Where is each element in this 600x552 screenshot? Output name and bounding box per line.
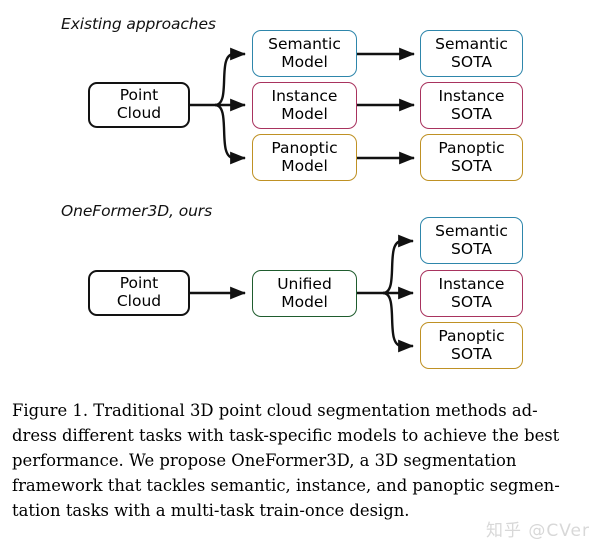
node-instance-model: Instance Model xyxy=(252,82,357,129)
caption-line: framework that tackles semantic, instanc… xyxy=(12,476,560,496)
caption-line: dress different tasks with task-specific… xyxy=(12,426,560,446)
arrow-top-to-semantic-model xyxy=(214,47,246,107)
arrow-bottom-to-semantic-sota xyxy=(382,234,414,295)
node-line-1: Panoptic xyxy=(438,138,505,157)
node-line-2: SOTA xyxy=(451,239,492,258)
node-line-1: Instance xyxy=(438,274,505,293)
node-line-1: Unified xyxy=(277,274,332,293)
watermark: 知乎 @CVer xyxy=(485,521,590,541)
node-line-2: Model xyxy=(281,104,328,123)
arrow-bottom-to-panoptic-sota xyxy=(382,291,414,353)
node-line-2: Cloud xyxy=(116,104,162,122)
section-title-oneformer3d-ours: OneFormer3D, ours xyxy=(61,202,213,220)
node-line-2: Model xyxy=(281,292,328,311)
node-point-cloud-top: Point Cloud xyxy=(88,82,190,128)
node-line-2: SOTA xyxy=(451,344,492,363)
node-line-2: SOTA xyxy=(451,104,492,123)
node-unified-model: Unified Model xyxy=(252,270,357,317)
node-semantic-sota-top: Semantic SOTA xyxy=(420,30,523,77)
node-instance-sota-top: Instance SOTA xyxy=(420,82,523,129)
node-line-1: Panoptic xyxy=(438,326,505,345)
node-semantic-sota-bottom: Semantic SOTA xyxy=(420,217,523,264)
node-panoptic-model: Panoptic Model xyxy=(252,134,357,181)
node-semantic-model: Semantic Model xyxy=(252,30,357,77)
caption-line: performance. We propose OneFormer3D, a 3… xyxy=(12,451,517,471)
node-line-1: Point xyxy=(119,86,159,105)
figure-caption: Figure 1. Traditional 3D point cloud seg… xyxy=(12,398,590,523)
node-line-2: Cloud xyxy=(116,292,162,310)
node-panoptic-sota-bottom: Panoptic SOTA xyxy=(420,322,523,369)
node-line-2: Model xyxy=(281,52,328,71)
arrow-top-to-panoptic-model xyxy=(214,103,246,165)
node-line-1: Instance xyxy=(438,86,505,105)
diagram-connectors xyxy=(190,47,415,353)
caption-line: Figure 1. Traditional 3D point cloud seg… xyxy=(12,401,538,420)
node-line-2: Model xyxy=(281,156,328,175)
caption-line: tation tasks with a multi-task train-onc… xyxy=(12,501,410,521)
node-line-1: Point xyxy=(119,274,159,293)
node-line-1: Semantic xyxy=(435,34,508,53)
node-line-2: SOTA xyxy=(451,156,492,175)
node-panoptic-sota-top: Panoptic SOTA xyxy=(420,134,523,181)
section-title-existing-approaches: Existing approaches xyxy=(61,15,216,33)
node-line-1: Semantic xyxy=(435,221,508,240)
node-point-cloud-bottom: Point Cloud xyxy=(88,270,190,316)
node-line-2: SOTA xyxy=(451,52,492,71)
node-line-2: SOTA xyxy=(451,292,492,311)
node-line-1: Panoptic xyxy=(271,138,338,157)
node-instance-sota-bottom: Instance SOTA xyxy=(420,270,523,317)
node-line-1: Instance xyxy=(271,86,338,105)
node-line-1: Semantic xyxy=(268,34,341,53)
